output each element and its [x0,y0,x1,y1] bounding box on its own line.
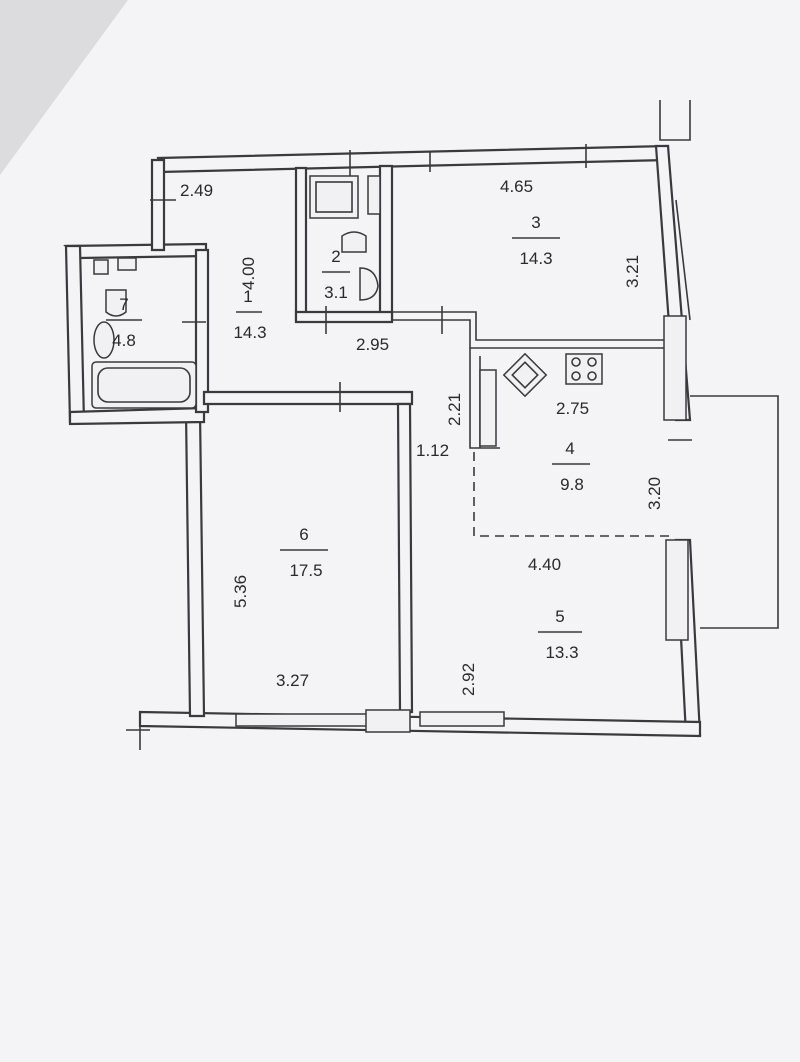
room-1-number: 1 [243,287,252,306]
dim-hall-length: 4.00 [239,257,258,290]
bathtub [91,361,197,409]
kitchen-counter [479,369,497,447]
room-4-number: 4 [565,439,574,458]
wc-toilet [359,267,379,301]
dim-room3-depth: 3.21 [623,255,642,288]
room-7-number: 7 [119,295,128,314]
dim-bedroom-width: 3.27 [276,671,309,690]
dimension-labels: 2.49 4.00 2.95 2.21 1.12 4.65 3.21 2.75 … [180,177,664,696]
dim-corridor-height: 2.21 [445,393,464,426]
dim-passage: 1.12 [416,441,449,460]
tick-marks [126,144,692,731]
dim-living-width: 4.40 [528,555,561,574]
dim-kitchen-depth: 3.20 [645,477,664,510]
room-2-area: 3.1 [324,283,348,302]
interior-walls [202,164,672,714]
dim-corridor: 2.95 [356,335,389,354]
windows [235,199,691,733]
wc-cabinet [309,175,359,219]
dim-living-depth: 2.92 [459,663,478,696]
dim-bedroom-depth: 5.36 [231,575,250,608]
room-6-area: 17.5 [289,561,322,580]
room-7-area: 4.8 [112,331,136,350]
dim-hall-width: 2.49 [180,181,213,200]
room-3-area: 14.3 [519,249,552,268]
balcony [690,395,779,629]
wc-sink [341,231,367,253]
kitchen-stove [565,353,603,385]
room-5-area: 13.3 [545,643,578,662]
kitchen-sink [502,352,548,398]
room-5-number: 5 [555,607,564,626]
room-1-area: 14.3 [233,323,266,342]
room-3-number: 3 [531,213,540,232]
bath-toilet [105,289,127,317]
room-2-number: 2 [331,247,340,266]
dim-room3-width: 4.65 [500,177,533,196]
room-4-area: 9.8 [560,475,584,494]
room-6-number: 6 [299,525,308,544]
dim-kitchen-width: 2.75 [556,399,589,418]
bath-sink [93,321,115,359]
room-labels: 1 14.3 2 3.1 3 14.3 4 9.8 5 13.3 6 17.5 … [106,213,590,662]
plumbing-fixtures [91,175,603,447]
